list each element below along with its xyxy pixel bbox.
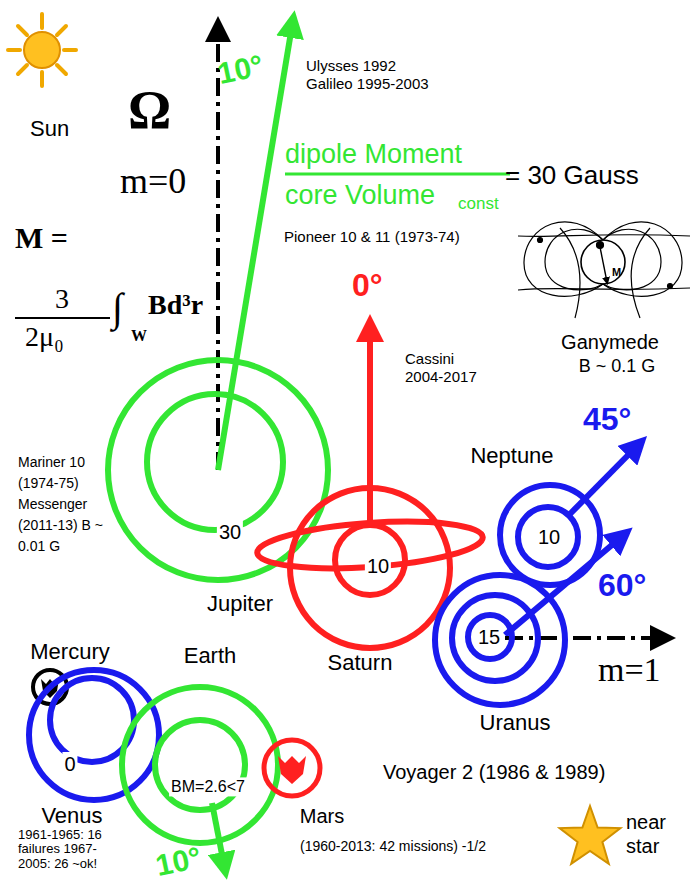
field-value: B ~ 0.1 G — [579, 356, 656, 378]
planet-ring — [468, 615, 512, 659]
tilt-angle: 10° — [153, 839, 205, 884]
planet-ring — [500, 485, 600, 585]
mission-note: (1960-2013: 42 missions) -1/2 — [300, 838, 486, 855]
field-number: 15 — [476, 625, 502, 649]
rotation-axis — [216, 24, 220, 470]
planet-name: Mercury — [30, 639, 109, 665]
omega-symbol: Ω — [128, 78, 171, 143]
formula-term: dipole Moment — [285, 138, 462, 170]
tilt-angle: 60° — [598, 566, 646, 604]
mission-note: Cassini 2004-2017 — [405, 350, 485, 386]
ganymede-sketch — [518, 222, 690, 318]
field-number: 0 — [62, 752, 77, 776]
planet-ring — [518, 507, 578, 567]
moment-label: M — [612, 266, 621, 279]
formula-term: 2μ₀ — [25, 320, 64, 354]
mission-note: Voyager 2 (1986 & 1989) — [383, 760, 605, 784]
planet-node: Mars — [259, 735, 325, 801]
planet-name: Mars — [300, 804, 344, 828]
mission-note: 1961-1965: 16 failures 1967-2005: 26 ~ok… — [18, 828, 108, 871]
field-number: 30 — [217, 520, 243, 544]
planet-ring — [264, 740, 320, 796]
field-value: BM=2.6<7 — [169, 777, 247, 796]
formula-term: W — [131, 326, 147, 345]
planet-circles — [259, 735, 325, 801]
field-number: 10 — [365, 554, 391, 578]
planet-node: EarthBM=2.6<7 — [116, 681, 284, 849]
planet-name: Earth — [184, 643, 237, 669]
field-number: 10 — [536, 525, 562, 549]
planet-circles — [116, 681, 284, 849]
formula-term: M = — [15, 220, 68, 256]
mission-note: Mariner 10 (1974-75) Messenger (2011-13)… — [18, 452, 104, 557]
formula-term: const — [458, 194, 499, 214]
formula-term: 3 — [55, 282, 69, 316]
dipole-arrow — [568, 443, 640, 516]
dipole-arrow — [367, 324, 373, 525]
sun-label: Sun — [30, 116, 69, 142]
planet-symbol — [278, 756, 306, 784]
fraction-line — [285, 173, 510, 176]
mode-label: m=0 — [120, 160, 186, 203]
planet-name: Neptune — [470, 443, 553, 469]
mission-note: Ulysses 1992 Galileo 1995-2003 — [306, 57, 446, 93]
sun-icon — [8, 14, 76, 86]
planet-node: 30Jupiter — [102, 354, 334, 586]
formula-term: Bd³r — [148, 288, 203, 322]
tilt-angle: 45° — [583, 400, 631, 438]
planet-name: Saturn — [328, 650, 393, 676]
planet-name: Jupiter — [207, 591, 273, 617]
planet-ring — [122, 687, 278, 843]
rotation-axis — [505, 636, 668, 640]
planet-name: Venus — [41, 803, 102, 829]
moon-name: Ganymede — [561, 330, 659, 354]
star-label: near star — [626, 810, 686, 858]
star-icon — [560, 806, 621, 864]
formula-term: = 30 Gauss — [505, 160, 639, 191]
mission-note: Pioneer 10 & 11 (1973-74) — [284, 228, 460, 246]
planet-ring — [147, 394, 283, 530]
formula-term: core Volume — [285, 179, 435, 211]
planet-ring — [29, 670, 159, 800]
tilt-angle: 0° — [352, 266, 383, 304]
planet-node: 0Venus — [23, 664, 165, 806]
planet-node: 15Uranus — [429, 569, 571, 711]
planet-circles — [102, 354, 334, 586]
planet-ring — [335, 525, 405, 595]
fraction-line — [15, 317, 110, 319]
planet-circles — [23, 664, 165, 806]
planet-name: Uranus — [480, 710, 551, 736]
tilt-angle: 10° — [215, 47, 267, 92]
planet-ring — [435, 575, 565, 705]
planet-ring — [452, 595, 538, 681]
mode-label: m=1 — [598, 650, 661, 691]
formula-term: ∫ — [112, 284, 123, 332]
